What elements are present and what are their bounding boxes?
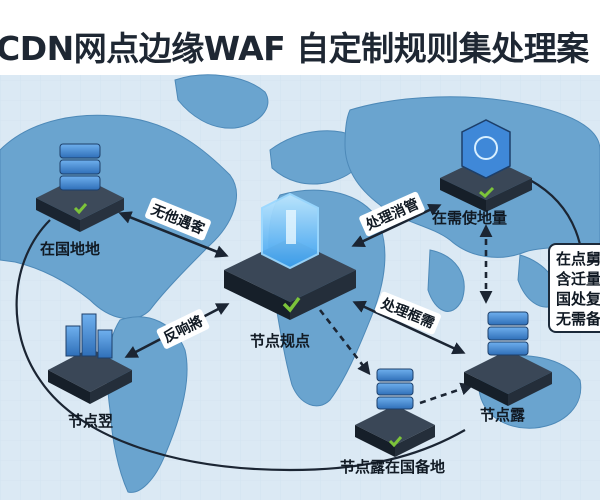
node-sa[interactable] [48, 313, 132, 404]
node-label-na: 在国地地 [40, 240, 101, 258]
side-note-line: 国处复 [556, 290, 600, 308]
node-label-sa: 节点翌 [68, 412, 114, 430]
page-title: CDN网点边缘WAF 自定制规则集处理案 [0, 29, 589, 68]
node-se[interactable] [464, 311, 552, 406]
check-icon [73, 203, 88, 215]
connector-outer-loop [15, 219, 466, 472]
connector-center-africa [318, 309, 371, 376]
side-note-line: 含迁量 [556, 270, 600, 288]
node-africa[interactable] [355, 368, 435, 457]
side-note-line: 在点舅 [556, 250, 600, 268]
node-label-africa: 节点露在国备地 [340, 458, 446, 476]
connector-center-se [352, 300, 466, 355]
node-asia[interactable] [440, 119, 532, 212]
connector-na-center [118, 211, 229, 258]
node-label-asia: 在需使地量 [432, 209, 508, 227]
node-label-center: 节点规点 [250, 332, 311, 350]
check-icon [479, 186, 495, 199]
check-icon [388, 436, 403, 448]
side-note-panel: 在点舅 含迁量 国处复 无需备 [548, 243, 600, 333]
node-label-se: 节点露 [480, 406, 526, 424]
node-center[interactable] [224, 192, 356, 320]
side-note-line: 无需备 [556, 310, 600, 328]
check-icon [282, 296, 301, 313]
connector-africa-se [419, 382, 474, 405]
node-na[interactable] [36, 143, 124, 232]
connector-center-asia [351, 203, 442, 248]
